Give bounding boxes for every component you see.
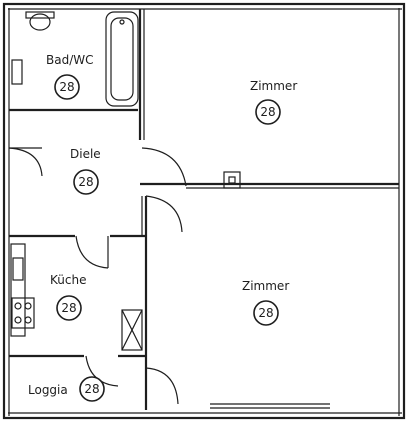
room-number-circle <box>255 99 281 125</box>
room-label: Zimmer <box>250 79 297 93</box>
chimney-shaft <box>223 171 241 189</box>
room-number: 28 <box>59 80 74 94</box>
room-number: 28 <box>260 105 275 119</box>
room-number-circle <box>54 74 80 100</box>
bath-door <box>8 147 43 177</box>
room-zimmer-2: Zimmer 28 <box>242 279 289 326</box>
room-number: 28 <box>84 382 99 396</box>
room2-loggia-door <box>145 367 179 405</box>
room-number: 28 <box>61 301 76 315</box>
toilet-tank <box>25 11 55 19</box>
room-number-circle <box>79 376 105 402</box>
chimney-shaft-core <box>228 176 236 184</box>
room-number: 28 <box>258 306 273 320</box>
room-label: Küche <box>50 273 86 287</box>
kitchen-duct-cross-b <box>121 309 143 351</box>
room-zimmer-1: Zimmer 28 <box>250 79 297 125</box>
toilet <box>29 13 51 31</box>
stove-burner-3 <box>14 316 22 324</box>
kitchen-counter <box>10 243 26 337</box>
room-number-circle <box>56 295 82 321</box>
bathtub <box>105 11 139 107</box>
room1-door <box>141 147 187 187</box>
bathtub-drain <box>119 19 125 25</box>
room-number-circle <box>253 300 279 326</box>
room2-door <box>145 195 183 233</box>
doors <box>8 147 187 405</box>
room-label: Bad/WC <box>46 53 94 67</box>
stove-burner-2 <box>24 302 32 310</box>
kitchen-door <box>75 235 109 269</box>
kitchen-stove <box>11 297 35 329</box>
room-number-circle <box>73 169 99 195</box>
outer-walls <box>2 2 406 420</box>
room-label: Diele <box>70 147 101 161</box>
room-label: Loggia <box>28 383 68 397</box>
room-bath: Bad/WC 28 <box>46 53 94 100</box>
interior-walls <box>9 9 399 410</box>
room-loggia: Loggia 28 <box>28 376 105 402</box>
room-label: Zimmer <box>242 279 289 293</box>
room-hall: Diele 28 <box>70 147 101 195</box>
kitchen-sink <box>12 257 24 281</box>
stove-burner-4 <box>24 316 32 324</box>
bathtub-inner <box>110 17 134 101</box>
room-kitchen: Küche 28 <box>50 273 86 321</box>
outer-wall-frame <box>2 2 406 420</box>
room-number: 28 <box>78 175 93 189</box>
stove-burner-1 <box>14 302 22 310</box>
fixtures <box>10 11 139 337</box>
kitchen-duct <box>121 309 143 351</box>
sink <box>11 59 23 85</box>
